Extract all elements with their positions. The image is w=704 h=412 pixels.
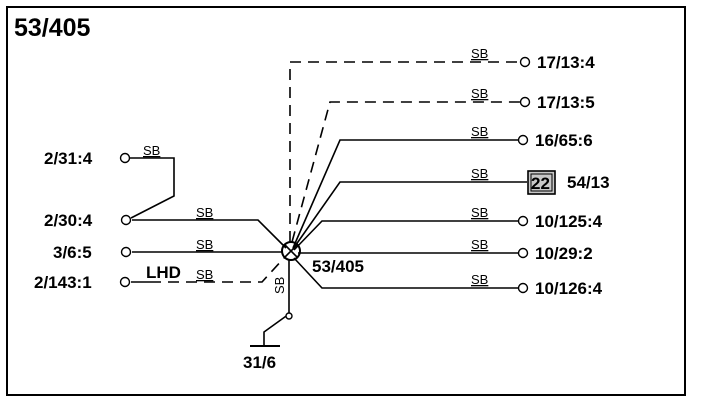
wire-to-17-13-5 [291, 101, 520, 243]
terminal-17-13-5: 17/13:5 [537, 93, 595, 112]
splice-label: 53/405 [312, 257, 364, 276]
wire-color-label: SB [471, 205, 488, 220]
terminal-17-13-4: 17/13:4 [537, 53, 595, 72]
wire-to-16-65-6 [292, 139, 518, 249]
ground-switch-pivot [285, 312, 293, 320]
wire-color-label-ground: SB [272, 277, 287, 294]
wire-color-label: SB [471, 124, 488, 139]
terminal-3-6-5: 3/6:5 [53, 243, 92, 262]
wire-from-2-30-4 [132, 219, 287, 249]
terminal-2-143-1: 2/143:1 [34, 273, 92, 292]
pin-17-13-5 [519, 96, 531, 108]
wire-color-label: SB [471, 272, 488, 287]
wire-color-label: SB [471, 86, 488, 101]
pin-2-30-4 [120, 214, 132, 226]
wire-2-31-4-jumper [130, 157, 175, 219]
splice-point-symbol [281, 241, 301, 261]
pin-2-143-1 [119, 276, 131, 288]
connector-22-number: 22 [531, 174, 550, 193]
terminal-10-125-4: 10/125:4 [535, 212, 603, 231]
wire-color-label: SB [196, 267, 213, 282]
terminal-10-29-2: 10/29:2 [535, 244, 593, 263]
terminal-10-126-4: 10/126:4 [535, 279, 603, 298]
splice-cross-b [283, 243, 299, 259]
wire-to-10-125-4 [293, 220, 518, 251]
pin-10-126-4 [517, 282, 529, 294]
pin-2-31-4 [119, 152, 131, 164]
terminal-2-30-4: 2/30:4 [44, 211, 93, 230]
wire-from-2-143-1-dashed [150, 257, 285, 283]
lhd-label: LHD [146, 263, 181, 282]
wire-to-17-13-4 [289, 61, 520, 242]
pin-10-125-4 [517, 215, 529, 227]
wire-to-10-126-4 [293, 257, 518, 289]
wire-color-label: SB [143, 143, 160, 158]
pin-3-6-5 [120, 246, 132, 258]
ground-label: 31/6 [243, 353, 276, 372]
diagram-frame [6, 6, 686, 396]
connector-54-13-label: 54/13 [567, 173, 610, 192]
wire-to-54-13 [292, 181, 527, 250]
terminal-2-31-4: 2/31:4 [44, 149, 93, 168]
pin-16-65-6 [517, 134, 529, 146]
pin-10-29-2 [517, 247, 529, 259]
diagram-title: 53/405 [14, 14, 91, 42]
wire-color-label: SB [196, 205, 213, 220]
wire-color-label: SB [471, 46, 488, 61]
connector-22-inner [530, 173, 553, 192]
wire-to-ground [263, 260, 290, 346]
wire-color-label: SB [471, 166, 488, 181]
pin-17-13-4 [519, 56, 531, 68]
wire-color-label: SB [471, 237, 488, 252]
connector-22-box [527, 170, 556, 195]
wire-color-label: SB [196, 237, 213, 252]
terminal-16-65-6: 16/65:6 [535, 131, 593, 150]
